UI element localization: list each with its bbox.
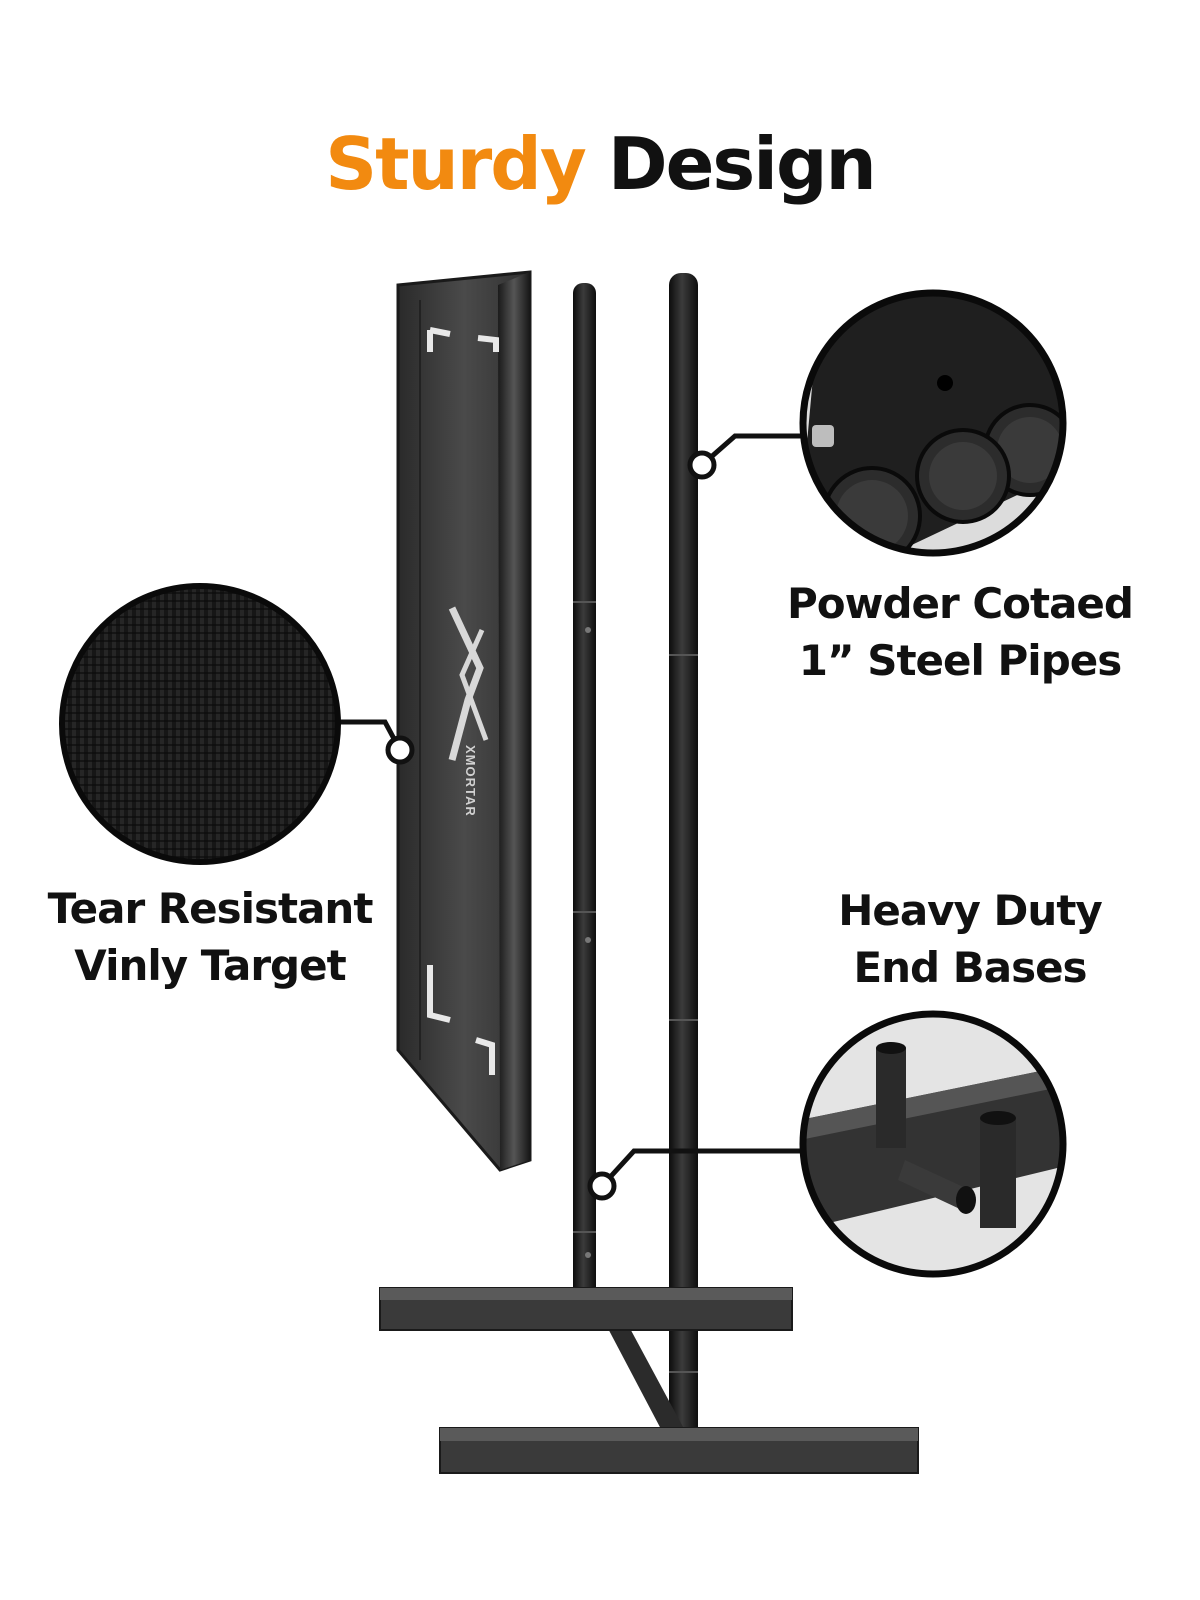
brand-logo-icon: XMORTAR — [448, 606, 489, 817]
callout-pipes — [687, 289, 1067, 557]
bases-label-line1: Heavy Duty — [838, 886, 1103, 935]
t-base — [379, 1287, 919, 1474]
pipes-detail-image — [803, 293, 1063, 553]
bases-label: Heavy Duty End Bases — [780, 882, 1160, 996]
page-title: Sturdy Design — [0, 128, 1200, 200]
callout-bases-marker — [587, 1171, 617, 1201]
vinyl-label-line2: Vinly Target — [74, 941, 346, 990]
pipes-label-line1: Powder Cotaed — [787, 579, 1134, 628]
vinyl-detail-image — [62, 586, 338, 862]
callout-bases — [587, 1010, 1067, 1278]
callout-vinyl-marker — [385, 735, 415, 765]
title-main: Design — [607, 122, 877, 206]
vinyl-label: Tear Resistant Vinly Target — [20, 880, 400, 994]
left-pole — [573, 283, 596, 1305]
bases-detail-image — [803, 1014, 1063, 1274]
callout-pipes-marker — [687, 450, 717, 480]
vinyl-label-line1: Tear Resistant — [47, 884, 374, 933]
brand-logo-text: XMORTAR — [463, 745, 478, 817]
pipes-label: Powder Cotaed 1” Steel Pipes — [760, 575, 1160, 689]
right-pole — [669, 273, 698, 1453]
pipes-label-line2: 1” Steel Pipes — [798, 636, 1123, 685]
callout-vinyl — [59, 583, 415, 865]
title-accent: Sturdy — [325, 122, 587, 206]
bases-label-line2: End Bases — [853, 943, 1087, 992]
vinyl-target-panel: XMORTAR — [396, 270, 532, 1172]
